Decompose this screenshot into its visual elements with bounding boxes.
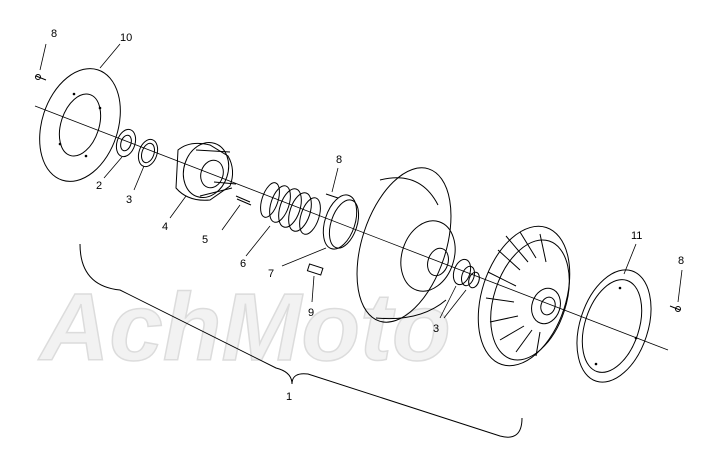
callout-5: 5 bbox=[202, 234, 208, 246]
cover-plate bbox=[39, 43, 121, 182]
callout-9: 9 bbox=[308, 307, 314, 319]
callout-3-left: 3 bbox=[126, 194, 132, 206]
stationary-sheave bbox=[477, 225, 571, 367]
callout-7: 7 bbox=[268, 268, 274, 280]
bolt-right bbox=[669, 269, 683, 312]
moveable-sheave bbox=[356, 167, 456, 323]
spacers-center bbox=[439, 258, 480, 319]
roller bbox=[306, 263, 324, 303]
ring-left bbox=[133, 138, 159, 191]
bolt-left bbox=[35, 43, 47, 81]
spring bbox=[245, 182, 321, 257]
cover-plate-right bbox=[576, 243, 652, 383]
callout-8-middle: 8 bbox=[336, 154, 342, 166]
callout-8-right: 8 bbox=[678, 255, 684, 267]
bushing-ring bbox=[281, 194, 360, 267]
callout-1: 1 bbox=[286, 391, 292, 403]
callout-3-center: 3 bbox=[433, 323, 439, 335]
callout-10: 10 bbox=[120, 32, 132, 44]
watermark: AchMoto bbox=[38, 274, 451, 381]
set-screw-middle bbox=[325, 167, 339, 199]
callout-6: 6 bbox=[240, 258, 246, 270]
pin bbox=[221, 195, 252, 231]
washer bbox=[103, 128, 137, 179]
callout-4: 4 bbox=[162, 221, 168, 233]
assembly-bracket bbox=[79, 243, 523, 438]
callout-8-top-left: 8 bbox=[51, 28, 57, 40]
callout-2: 2 bbox=[96, 180, 102, 192]
cam-hub bbox=[169, 142, 237, 219]
callout-11: 11 bbox=[631, 230, 642, 242]
